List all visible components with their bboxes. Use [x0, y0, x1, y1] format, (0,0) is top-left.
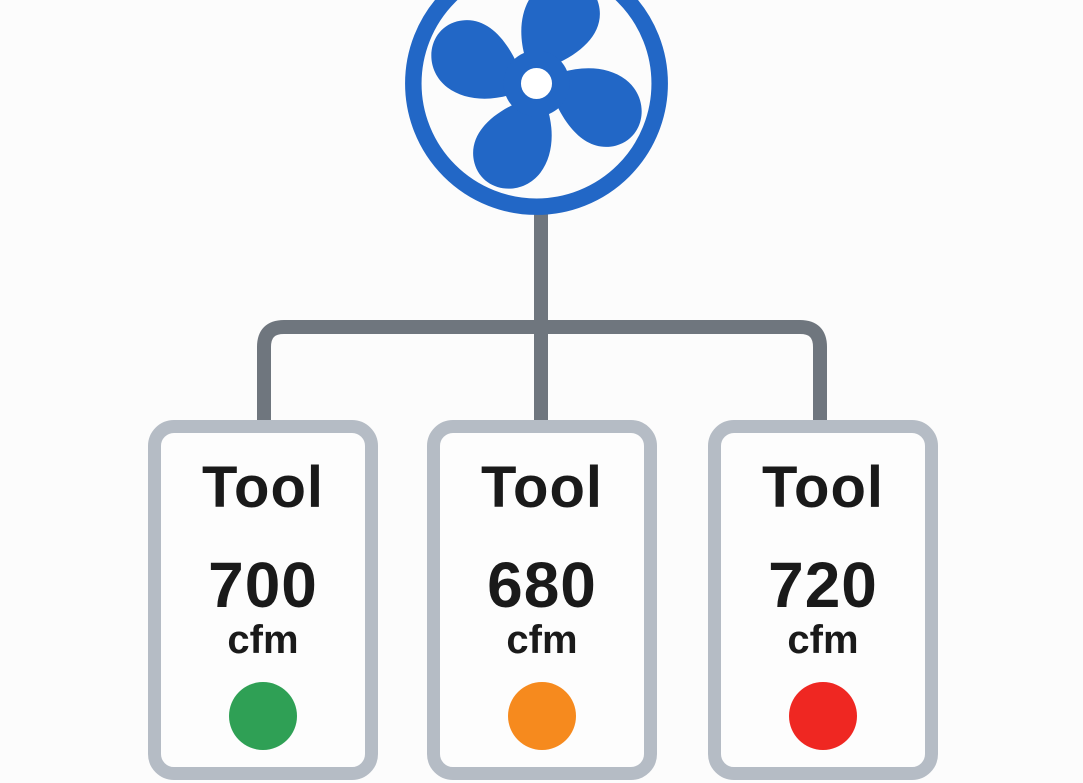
cfm-unit: cfm: [227, 618, 299, 662]
cfm-value: 700: [208, 549, 318, 621]
tool-card: Tool 720 cfm: [708, 420, 938, 780]
tool-label: Tool: [761, 455, 885, 520]
cfm-value: 720: [768, 549, 878, 621]
tool-label: Tool: [201, 455, 325, 520]
tool-label: Tool: [480, 455, 604, 520]
tool-card: Tool 700 cfm: [148, 420, 378, 780]
fan-hub: [520, 67, 553, 100]
tool-card: Tool 680 cfm: [427, 420, 657, 780]
red-status-dot: [789, 682, 857, 750]
cfm-unit: cfm: [787, 618, 859, 662]
cfm-value: 680: [487, 549, 597, 621]
fan-icon: [405, 0, 668, 215]
green-status-dot: [229, 682, 297, 750]
cfm-unit: cfm: [506, 618, 578, 662]
orange-status-dot: [508, 682, 576, 750]
